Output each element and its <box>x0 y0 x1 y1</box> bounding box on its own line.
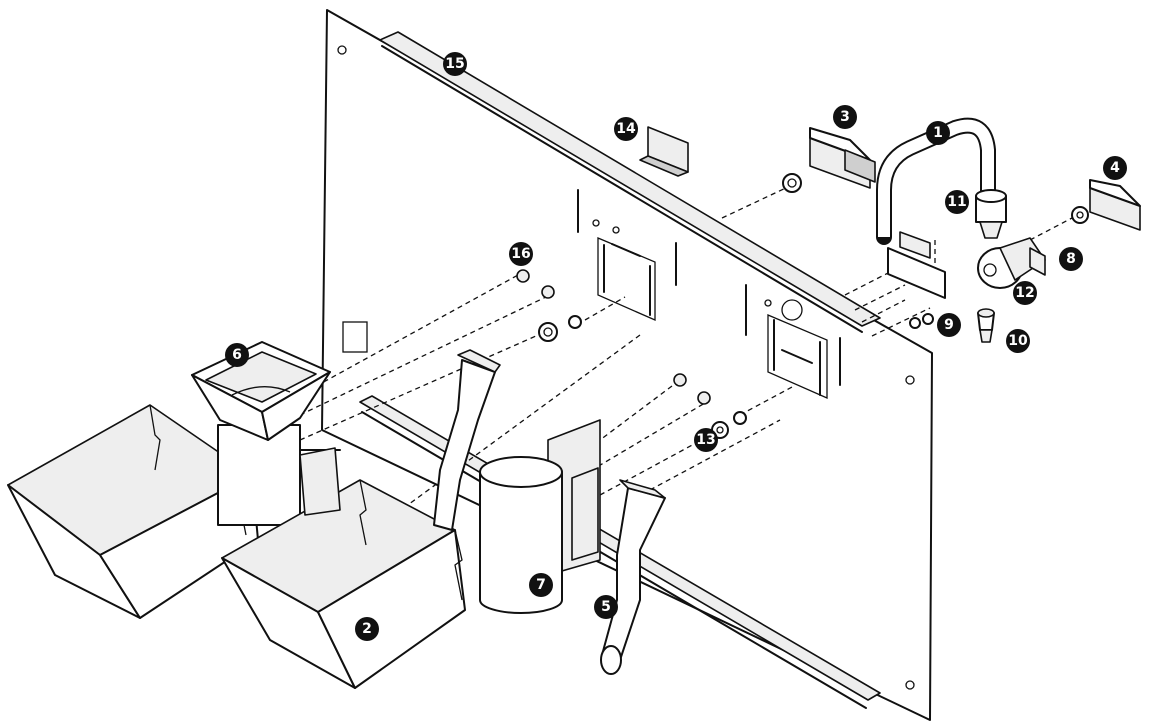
callout-1-label: 1 <box>933 125 943 141</box>
rail-15 <box>379 31 881 333</box>
callout-8-label: 8 <box>1066 251 1076 267</box>
callout-12: 12 <box>1013 281 1037 305</box>
callout-5: 5 <box>594 595 618 619</box>
callout-6-label: 6 <box>232 347 242 363</box>
rear-lever <box>433 349 501 531</box>
valve-12 <box>977 237 1046 289</box>
tray-2 <box>221 447 466 689</box>
switch-3 <box>782 127 876 193</box>
callout-2: 2 <box>355 617 379 641</box>
callout-14: 14 <box>614 117 638 141</box>
fitting-11 <box>975 189 1007 239</box>
callout-12-label: 12 <box>1015 285 1034 301</box>
callout-2-label: 2 <box>362 621 372 637</box>
callout-13-label: 13 <box>696 432 715 448</box>
callout-14-label: 14 <box>616 121 636 137</box>
callout-9-label: 9 <box>944 317 954 333</box>
switch-4 <box>1071 179 1141 231</box>
callout-9: 9 <box>937 313 961 337</box>
bracket-14 <box>639 126 689 177</box>
fasteners <box>516 269 747 439</box>
nozzle-10 <box>977 308 995 343</box>
washers-9 <box>909 313 934 329</box>
callout-11-label: 11 <box>947 194 966 210</box>
callout-5-label: 5 <box>601 599 611 615</box>
callout-15: 15 <box>443 52 467 76</box>
callout-7-label: 7 <box>536 577 546 593</box>
callout-15-label: 15 <box>445 56 464 72</box>
callout-16-label: 16 <box>511 246 530 262</box>
callout-16: 16 <box>509 242 533 266</box>
callout-7: 7 <box>529 573 553 597</box>
callout-3-label: 3 <box>840 109 850 125</box>
lever-5 <box>600 479 666 675</box>
callout-6: 6 <box>225 343 249 367</box>
callout-10: 10 <box>1006 329 1030 353</box>
callout-11: 11 <box>945 190 969 214</box>
callout-3: 3 <box>833 105 857 129</box>
callout-1: 1 <box>926 121 950 145</box>
callout-4-label: 4 <box>1110 160 1120 176</box>
callout-8: 8 <box>1059 247 1083 271</box>
callout-10-label: 10 <box>1008 333 1028 349</box>
callout-13: 13 <box>694 428 718 452</box>
callout-4: 4 <box>1103 156 1127 180</box>
handle-1 <box>876 117 996 299</box>
